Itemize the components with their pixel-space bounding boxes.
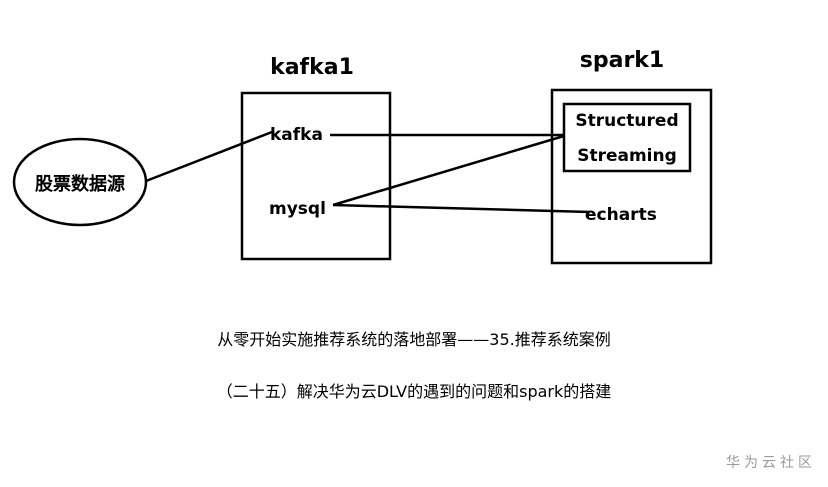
data-source-label: 股票数据源 <box>34 173 125 195</box>
spark1-title: spark1 <box>580 48 664 73</box>
watermark-text: 华为云社区 <box>726 455 816 471</box>
architecture-diagram: 股票数据源 kafka1 kafka mysql spark1 Structur… <box>12 48 713 265</box>
streaming-label: Streaming <box>577 146 677 166</box>
edge-source-to-kafka <box>145 130 273 183</box>
kafka1-title: kafka1 <box>270 55 354 80</box>
data-source-node <box>12 137 148 227</box>
edge-mysql-to-echarts <box>332 203 591 214</box>
kafka-label: kafka <box>270 125 323 145</box>
spark1-node <box>550 88 713 265</box>
caption-line-1: 从零开始实施推荐系统的落地部署——35.推荐系统案例 <box>217 330 611 349</box>
echarts-label: echarts <box>585 205 657 225</box>
structured-label: Structured <box>575 111 678 131</box>
mysql-label: mysql <box>269 199 326 219</box>
edge-structured-streaming-to-mysql <box>332 134 565 207</box>
kafka1-node <box>240 91 392 261</box>
structured-streaming-box <box>562 102 692 173</box>
caption-line-2: （二十五）解决华为云DLV的遇到的问题和spark的搭建 <box>216 382 612 401</box>
edges <box>145 130 591 214</box>
